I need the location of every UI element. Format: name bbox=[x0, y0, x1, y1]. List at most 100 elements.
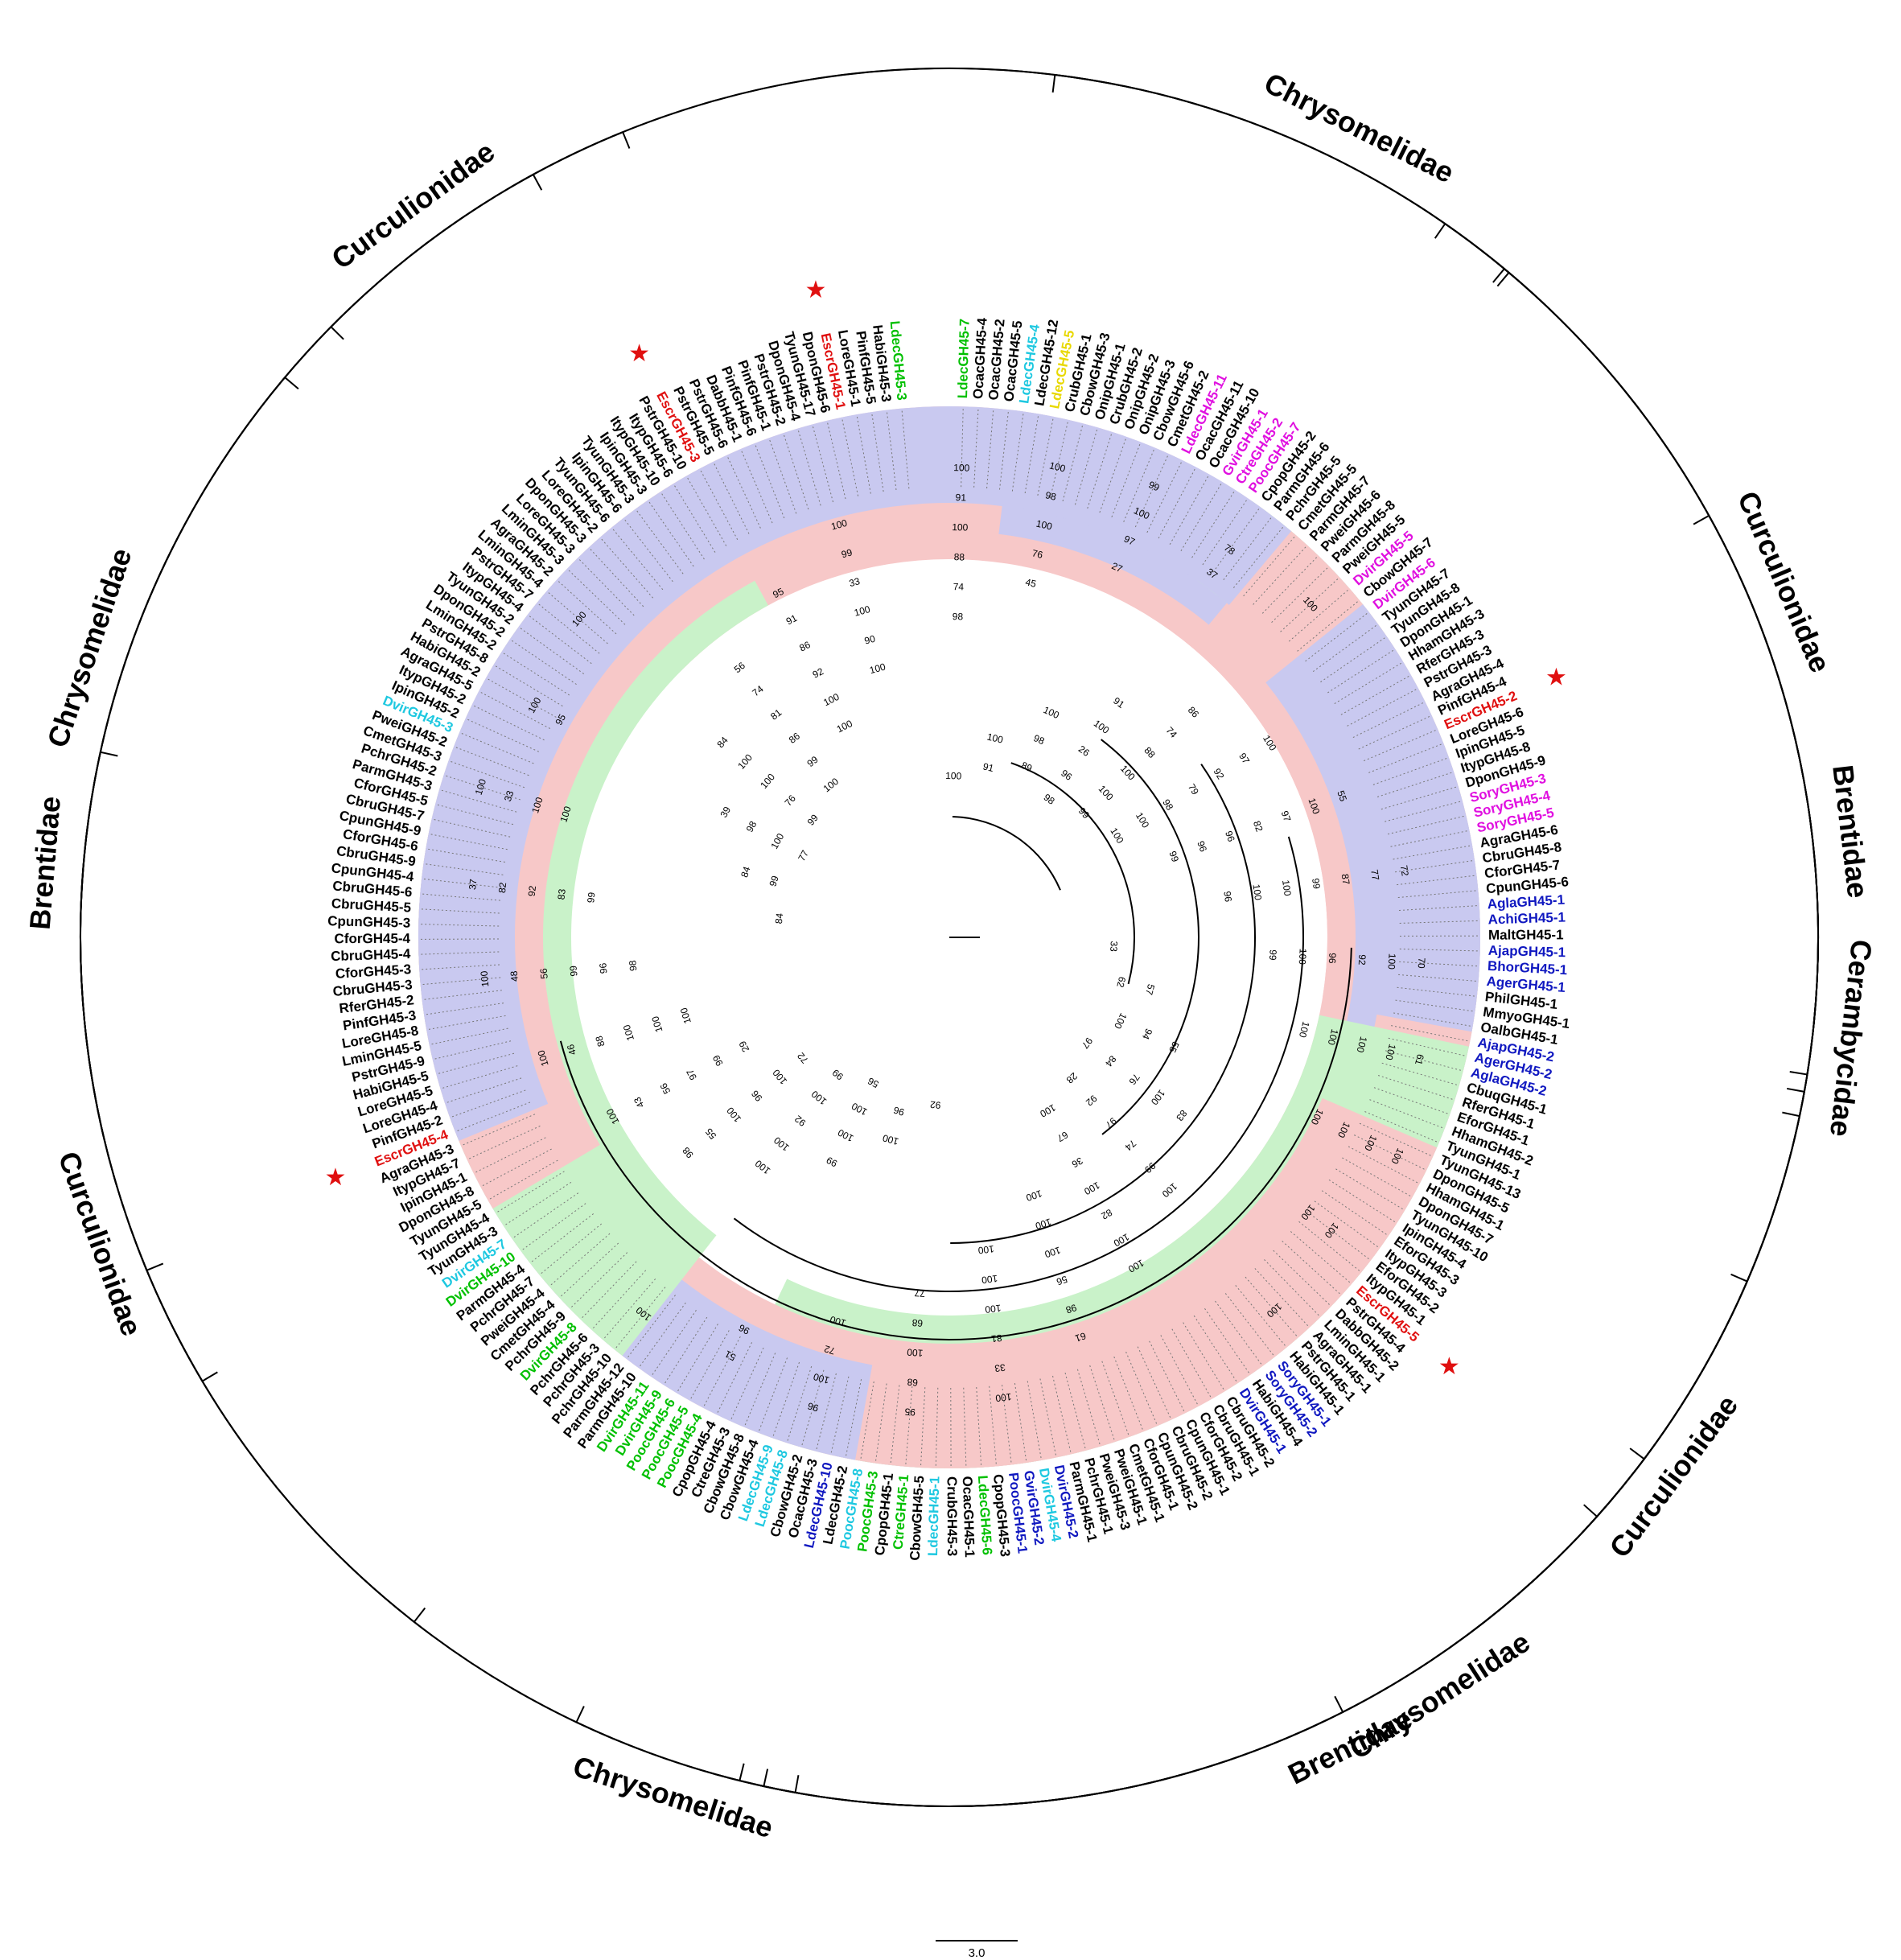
leaf-connector bbox=[1321, 1190, 1389, 1237]
bootstrap-value: 84 bbox=[773, 912, 785, 924]
leaf-connector bbox=[1011, 411, 1024, 492]
family-bracket bbox=[80, 68, 1510, 1272]
leaf-connector bbox=[1398, 905, 1479, 911]
leaf-connector bbox=[527, 614, 592, 665]
leaf-connector bbox=[569, 1252, 628, 1309]
bootstrap-value: 96 bbox=[1195, 839, 1209, 854]
leaf-connector bbox=[713, 461, 750, 534]
star-icon: ★ bbox=[805, 277, 827, 303]
bootstrap-value: 48 bbox=[508, 970, 521, 982]
bootstrap-value: 68 bbox=[907, 1376, 919, 1388]
bootstrap-value: 100 bbox=[1297, 1020, 1312, 1039]
tree-branch-arc bbox=[952, 816, 1061, 891]
leaf-connector bbox=[1347, 688, 1419, 727]
bootstrap-value: 99 bbox=[1167, 850, 1181, 864]
leaf-connector bbox=[841, 417, 859, 496]
leaf-connector bbox=[421, 878, 502, 888]
leaf-connector bbox=[716, 1342, 753, 1415]
bootstrap-value: 100 bbox=[1160, 1180, 1180, 1200]
bootstrap-value: 62 bbox=[1114, 975, 1128, 989]
bootstrap-value: 57 bbox=[1143, 983, 1157, 997]
leaf-connector bbox=[449, 1089, 526, 1118]
leaf-connector bbox=[986, 408, 994, 488]
bootstrap-value: 100 bbox=[836, 1126, 856, 1144]
bootstrap-value: 100 bbox=[529, 796, 545, 815]
leaf-connector bbox=[448, 760, 525, 789]
bootstrap-value: 100 bbox=[535, 1048, 550, 1067]
bootstrap-value: 100 bbox=[1112, 1011, 1129, 1031]
bootstrap-value: 91 bbox=[982, 760, 995, 774]
bootstrap-value: 99 bbox=[805, 754, 821, 769]
bootstrap-value: 46 bbox=[565, 1043, 578, 1056]
bootstrap-value: 97 bbox=[1079, 1036, 1094, 1051]
leaf-connector bbox=[1202, 497, 1249, 566]
leaf-connector bbox=[418, 908, 500, 914]
leaf-connector bbox=[434, 804, 514, 826]
leaf-connector bbox=[485, 677, 557, 718]
leaf-connector bbox=[989, 1386, 998, 1467]
bootstrap-value: 96 bbox=[1059, 768, 1074, 783]
family-brackets: ChrysomelidaeCurculionidaeBrentidaeCeram… bbox=[23, 66, 1878, 1844]
leaf-connector bbox=[1306, 1211, 1372, 1261]
leaf-connector bbox=[1183, 1322, 1225, 1392]
bootstrap-value: 84 bbox=[714, 735, 730, 750]
leaf-connector bbox=[871, 412, 884, 492]
bootstrap-value: 100 bbox=[758, 771, 777, 791]
leaf-connector bbox=[1397, 890, 1479, 899]
bootstrap-value: 96 bbox=[1327, 953, 1339, 964]
leaf-connector bbox=[1398, 974, 1479, 982]
leaf-connector bbox=[830, 1376, 850, 1456]
leaf-connector bbox=[455, 1101, 531, 1133]
scale-bar: 3.0 bbox=[936, 1940, 1018, 1960]
leaf-connector bbox=[1099, 436, 1127, 513]
leaf-connector bbox=[521, 1203, 586, 1252]
bootstrap-value: 56 bbox=[658, 1081, 673, 1096]
leaf-connector bbox=[478, 690, 550, 729]
leaf-connector bbox=[537, 602, 600, 654]
leaf-connector bbox=[1169, 474, 1210, 545]
leaf-connector bbox=[1254, 1268, 1311, 1328]
bootstrap-value: 97 bbox=[1103, 1115, 1119, 1131]
leaf-connector bbox=[1158, 467, 1196, 539]
leaf-connector bbox=[1395, 859, 1475, 873]
bootstrap-value: 89 bbox=[1019, 760, 1034, 774]
leaf-connector bbox=[556, 579, 617, 635]
bootstrap-value: 100 bbox=[1108, 826, 1126, 846]
leaf-connector bbox=[418, 951, 500, 955]
bootstrap-value: 100 bbox=[1354, 1036, 1369, 1054]
bootstrap-value: 86 bbox=[797, 639, 812, 654]
bootstrap-value: 100 bbox=[812, 1371, 830, 1386]
family-label: Curculionidae bbox=[1731, 487, 1837, 677]
leaf-connector bbox=[1290, 1231, 1352, 1285]
bootstrap-value: 100 bbox=[981, 1273, 998, 1286]
leaf-connector bbox=[444, 1077, 522, 1104]
leaf-label: AjapGH45-1 bbox=[1488, 943, 1566, 960]
bootstrap-value: 28 bbox=[1064, 1070, 1080, 1086]
leaf-connector bbox=[1397, 875, 1477, 886]
leaf-connector bbox=[1087, 431, 1113, 509]
leaf-connector bbox=[473, 1137, 546, 1174]
bootstrap-value: 67 bbox=[1055, 1129, 1070, 1144]
bootstrap-value: 100 bbox=[850, 1100, 870, 1118]
bootstrap-value: 77 bbox=[796, 848, 811, 863]
leaf-connector bbox=[1364, 1111, 1439, 1143]
leaf-connector bbox=[689, 1330, 730, 1402]
leaf-connector bbox=[495, 1171, 565, 1214]
bootstrap-value: 100 bbox=[479, 970, 492, 988]
leaf-connector bbox=[1050, 419, 1069, 499]
bootstrap-value: 100 bbox=[649, 1015, 665, 1033]
leaf-connector bbox=[1399, 961, 1480, 967]
leaf-connector bbox=[886, 410, 897, 490]
bootstrap-value: 45 bbox=[1024, 576, 1037, 590]
bootstrap-value: 100 bbox=[1149, 1088, 1167, 1108]
leaf-connector bbox=[431, 818, 511, 838]
bootstrap-value: 100 bbox=[1042, 704, 1061, 721]
bootstrap-value: 84 bbox=[739, 865, 753, 879]
leaf-connector bbox=[1273, 1250, 1332, 1307]
bootstrap-value: 76 bbox=[1126, 1072, 1142, 1087]
bootstrap-value: 100 bbox=[906, 1346, 923, 1359]
leaf-connector bbox=[1215, 1300, 1263, 1367]
family-label: Cerambycidae bbox=[1824, 938, 1878, 1139]
bootstrap-value: 86 bbox=[1186, 704, 1202, 720]
